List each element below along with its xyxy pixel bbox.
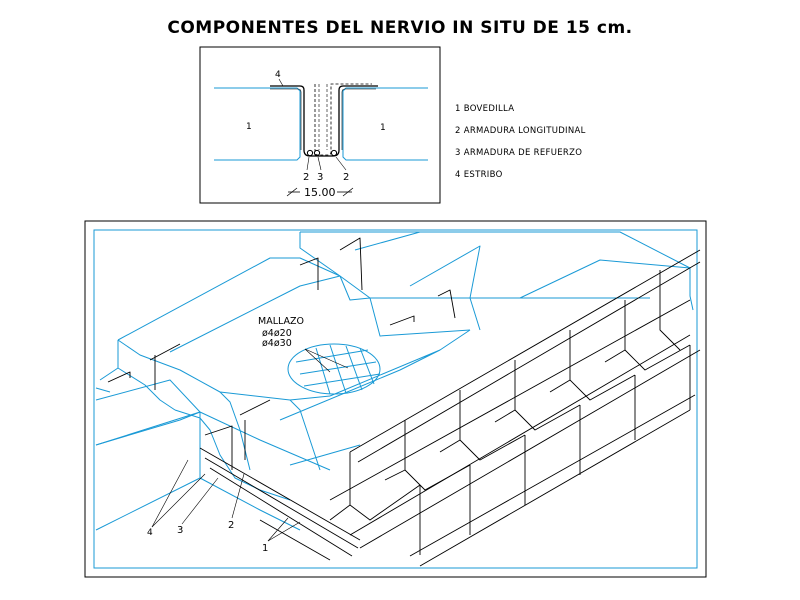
mid-block-top-2 (117, 339, 331, 401)
legend: 1 BOVEDILLA 2 ARMADURA LONGITUDINAL 3 AR… (455, 103, 586, 191)
leader (267, 517, 289, 542)
leader (151, 459, 189, 528)
mid-block-divider (169, 275, 341, 471)
leader (267, 521, 301, 542)
section-frame (199, 46, 441, 204)
mid-block-face (117, 340, 176, 411)
dimension-value: 15.00 (304, 186, 336, 199)
leader (317, 156, 322, 171)
near-block-front (95, 411, 201, 531)
right-block (342, 87, 428, 161)
leader (306, 156, 310, 171)
bar-section (330, 149, 338, 157)
mallazo-leader (304, 348, 331, 373)
perspective-frame-outer (84, 220, 707, 578)
far-block-face (299, 232, 650, 299)
legend-item-armadura-refuerzo: 3 ARMADURA DE REFUERZO (455, 148, 583, 158)
bar-section (313, 149, 321, 157)
diagram-title: COMPONENTES DEL NERVIO IN SITU DE 15 cm. (167, 18, 633, 38)
leader-4 (278, 78, 284, 87)
section-label-1-right: 1 (380, 123, 386, 133)
stirrup-inner (270, 88, 302, 150)
stirrups-back (329, 349, 626, 521)
section-detail: 1 1 4 2 3 2 15.00 (199, 46, 441, 204)
leader (151, 473, 206, 528)
near-block-slab (199, 411, 331, 531)
rebar-long (329, 249, 701, 567)
perspective-label-3: 3 (177, 525, 183, 536)
legend-item-bovedilla: 1 BOVEDILLA (455, 104, 515, 114)
stirrups (349, 270, 691, 521)
mallazo-label: MALLAZO (258, 316, 304, 327)
section-label-4: 4 (275, 70, 281, 80)
far-block-divider (354, 231, 691, 331)
stirrup-inner-right (341, 88, 376, 150)
left-block (214, 87, 301, 161)
section-label-3: 3 (317, 172, 323, 183)
perspective-label-2: 2 (228, 520, 234, 531)
bar-spec-b: ø4ø30 (262, 338, 292, 349)
section-label-1-left: 1 (246, 122, 252, 132)
mallazo-grid (295, 344, 381, 395)
dimension-tick (342, 187, 354, 197)
perspective-view: MALLAZO ø4ø20 ø4ø30 4 3 2 1 (84, 220, 707, 578)
section-label-2-right: 2 (343, 172, 349, 183)
mallazo-leader (304, 348, 349, 369)
legend-item-armadura-longitudinal: 2 ARMADURA LONGITUDINAL (455, 126, 586, 136)
reinforcement-bar-dashed-2 (318, 84, 328, 150)
perspective-label-1: 1 (262, 543, 268, 554)
mid-block-right (279, 329, 471, 466)
rebar-left (199, 447, 361, 561)
bar-section (306, 149, 314, 157)
bar-spec-a: ø4ø20 (262, 328, 292, 339)
leader (181, 477, 219, 525)
leader (335, 156, 347, 171)
far-block-side (339, 275, 471, 337)
mallazo-oval (287, 343, 381, 395)
perspective-label-4: 4 (147, 528, 153, 538)
hook (107, 237, 456, 470)
perspective-frame-inner (93, 229, 698, 569)
stirrups-front (419, 345, 691, 555)
near-block-edge (95, 367, 119, 393)
section-label-2-left: 2 (303, 172, 309, 183)
leader (231, 473, 245, 519)
mid-block-top (117, 257, 341, 341)
legend-item-estribo: 4 ESTRIBO (455, 170, 503, 180)
stirrup (270, 85, 378, 157)
